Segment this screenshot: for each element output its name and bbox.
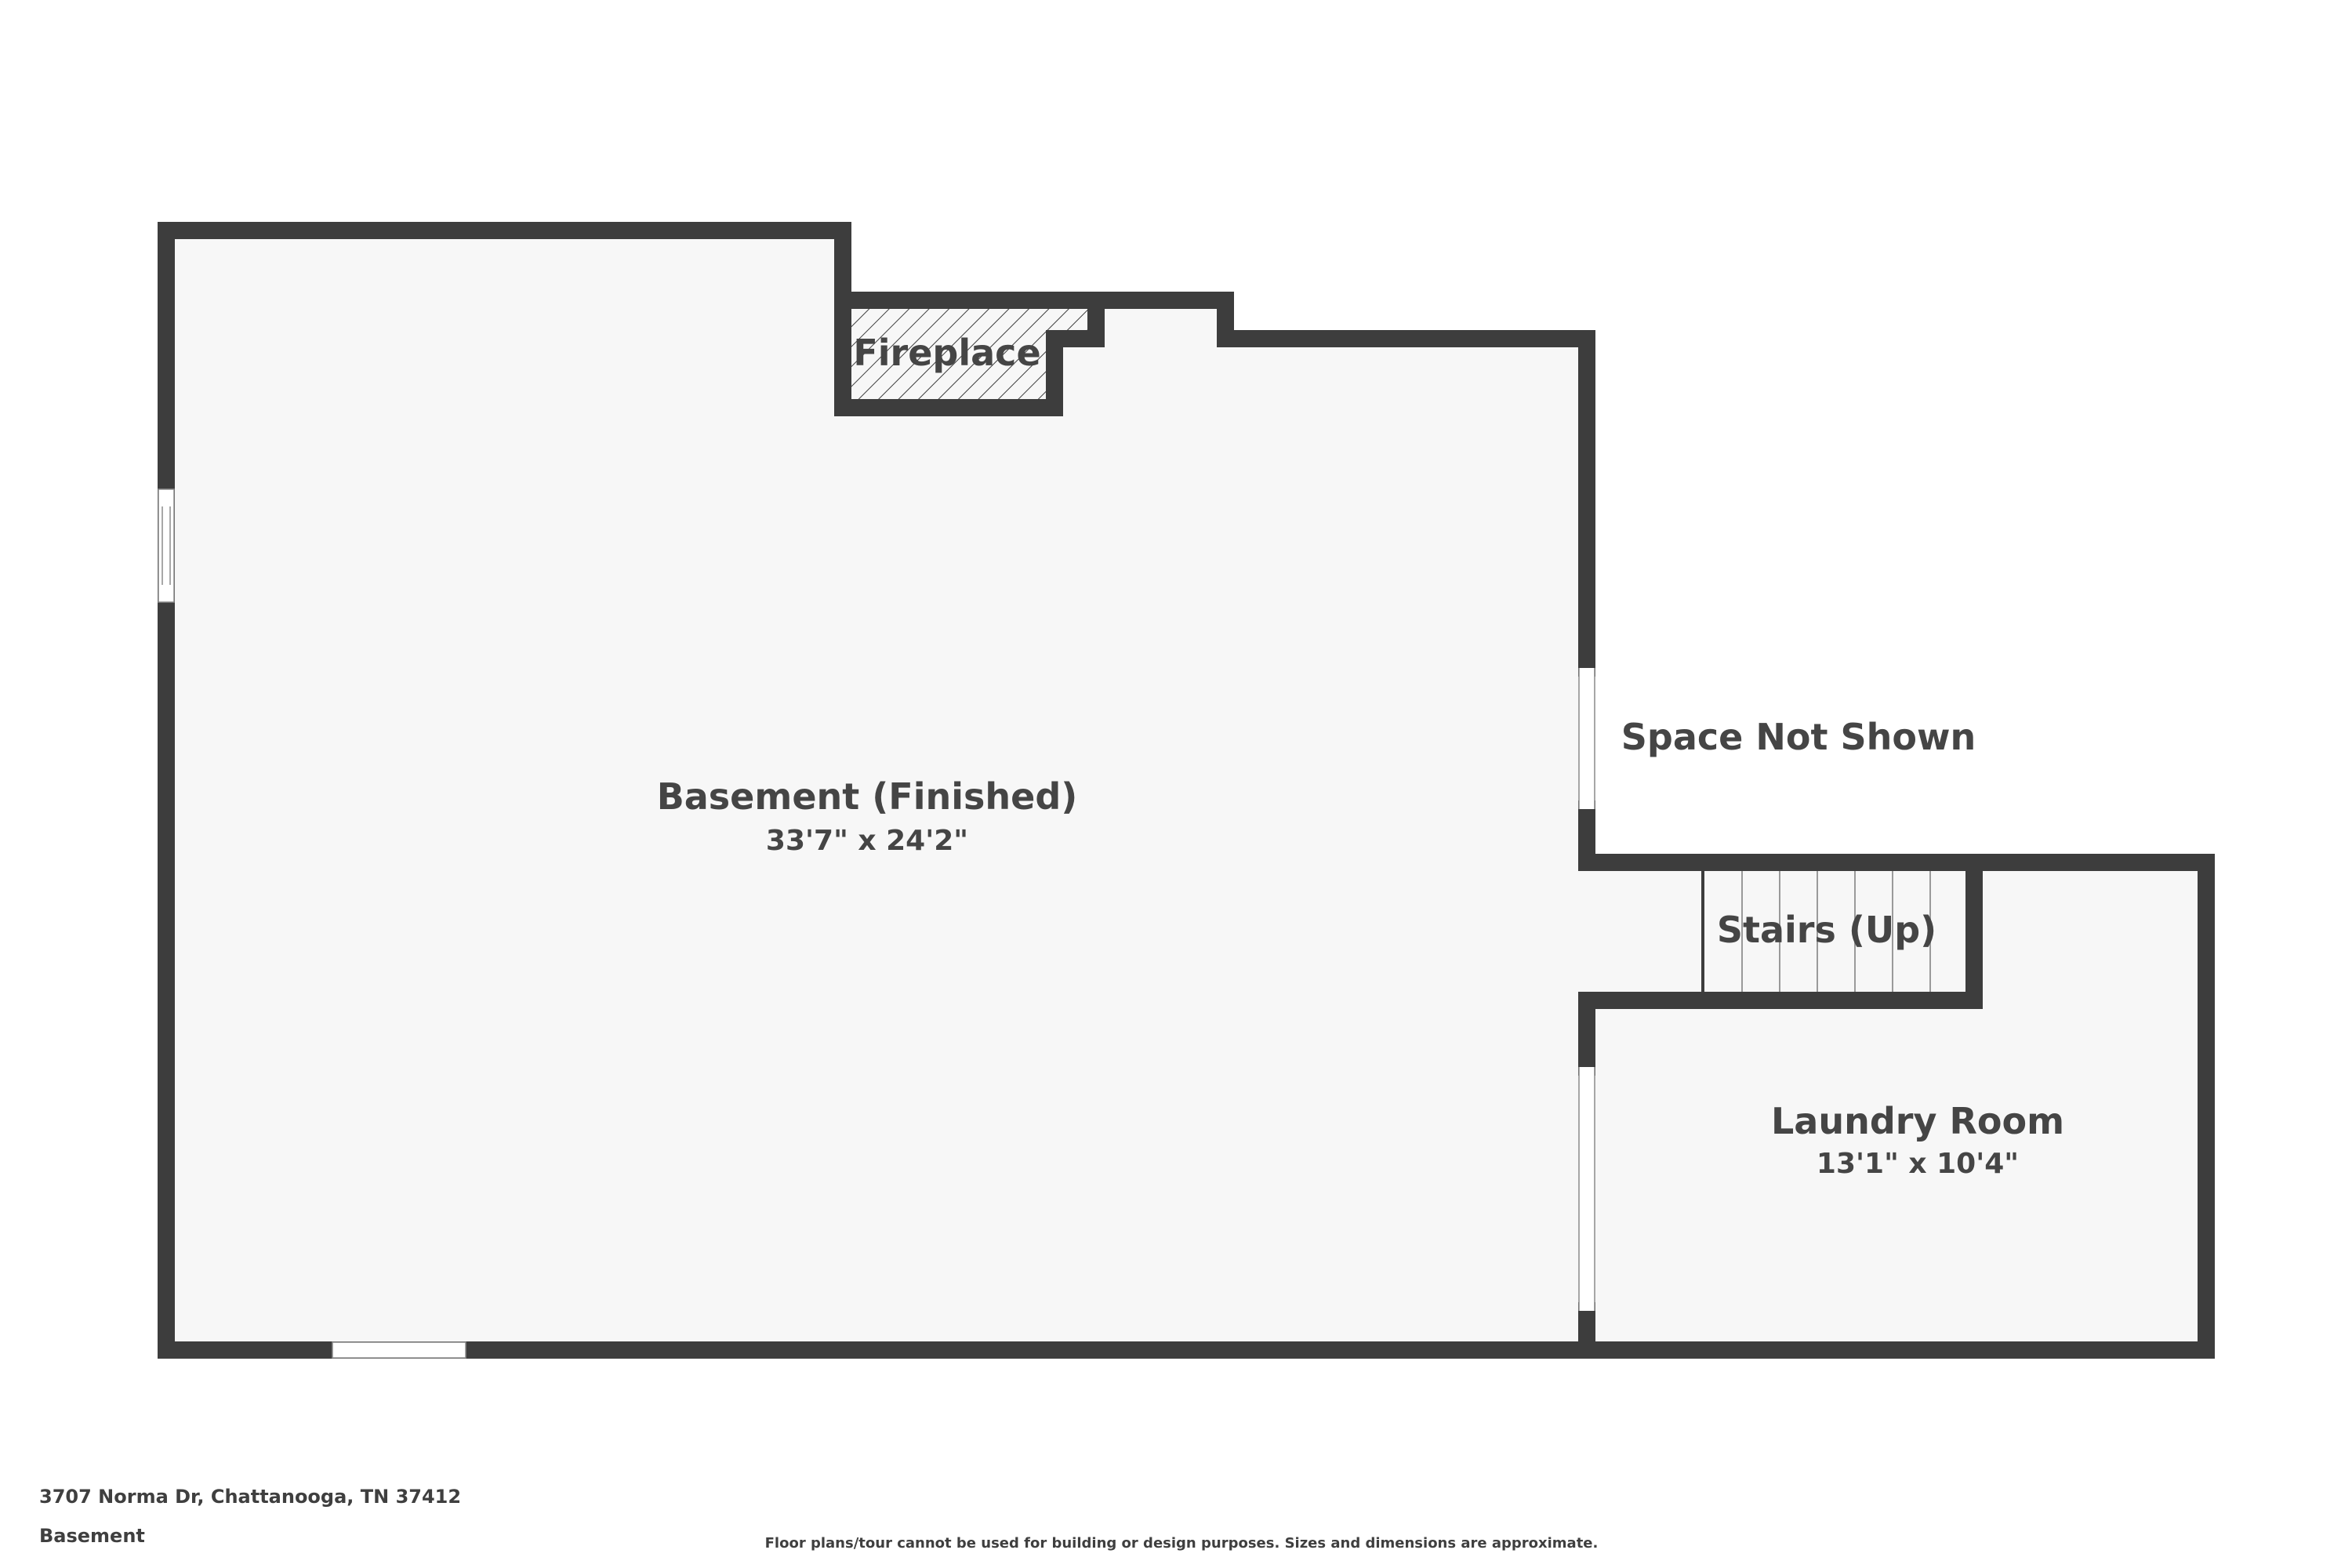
- laundry-dimensions: 13'1" x 10'4": [1817, 1148, 2019, 1180]
- basement-dimensions: 33'7" x 24'2": [766, 825, 968, 857]
- south-door: [332, 1342, 466, 1358]
- fireplace-label: Fireplace: [853, 332, 1040, 374]
- disclaimer: Floor plans/tour cannot be used for buil…: [764, 1535, 1599, 1552]
- laundry-label: Laundry Room: [1771, 1100, 2064, 1142]
- laundry-door: [1579, 1067, 1595, 1311]
- stairs-label: Stairs (Up): [1717, 909, 1936, 951]
- basement-label: Basement (Finished): [657, 775, 1078, 818]
- north-wall: [158, 222, 1595, 1359]
- east-wall-upper: [158, 800, 2215, 1359]
- stairs-partition: [1578, 854, 1983, 1076]
- property-address: 3707 Norma Dr, Chattanooga, TN 37412: [39, 1486, 462, 1508]
- walls: [158, 222, 2215, 1359]
- fireplace-hatch: [851, 304, 1091, 408]
- west-window: [158, 489, 174, 602]
- space-not-shown-label: Space Not Shown: [1621, 716, 1976, 758]
- fireplace-wall: [834, 292, 1105, 416]
- east-opening: [1579, 668, 1595, 809]
- openings: [158, 488, 1595, 1359]
- floor-level: Basement: [39, 1525, 145, 1547]
- basement-floor: [166, 230, 1587, 1350]
